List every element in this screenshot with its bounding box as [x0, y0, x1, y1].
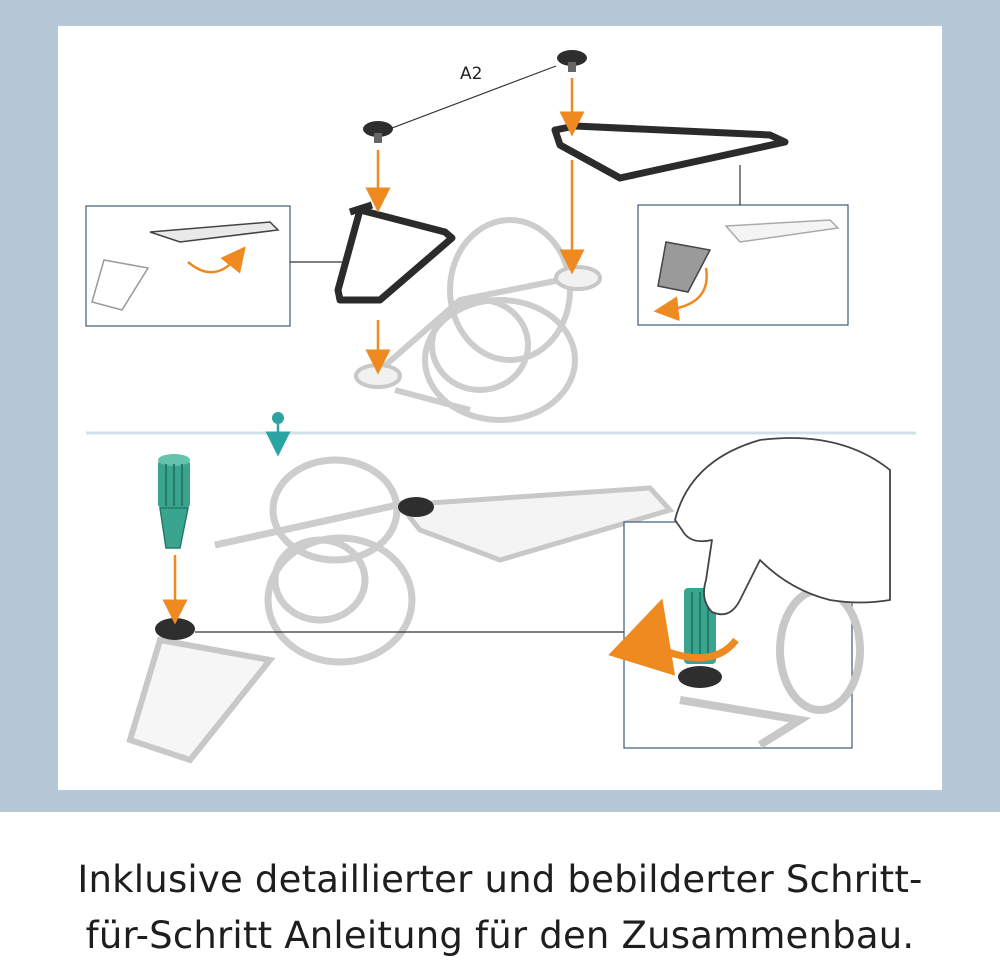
detail-right-rotate-arrow	[653, 267, 708, 322]
screw-right	[557, 50, 587, 72]
ghost-blade-bottom	[126, 636, 276, 764]
detail-right-hook	[657, 241, 712, 293]
rotate-arrow-bottom	[608, 598, 739, 676]
detail-left-rotate-arrow	[187, 246, 246, 274]
caption-line-2: für-Schritt Anleitung für den Zusammenba…	[85, 914, 915, 957]
assembly-illustration	[58, 26, 942, 790]
caption: Inklusive detaillierter und bebilderter …	[0, 852, 1000, 964]
screw-left	[363, 121, 393, 143]
caption-line-1: Inklusive detaillierter und bebilderter …	[77, 858, 923, 901]
detail-left-hook	[91, 259, 150, 311]
green-knob	[158, 454, 190, 549]
ghost-arm-bottom	[395, 485, 675, 563]
detail-right-blade	[724, 219, 840, 243]
screw-bottom-middle	[398, 497, 434, 517]
part-label-a2: A2	[460, 64, 483, 84]
ghost-wheel-bottom	[214, 456, 421, 666]
label-leader-a2	[391, 65, 557, 129]
detail-left-blade	[149, 221, 280, 243]
screw-bottom-left	[155, 618, 195, 640]
hand-illustration	[674, 437, 891, 616]
step-marker-dot	[272, 412, 284, 424]
